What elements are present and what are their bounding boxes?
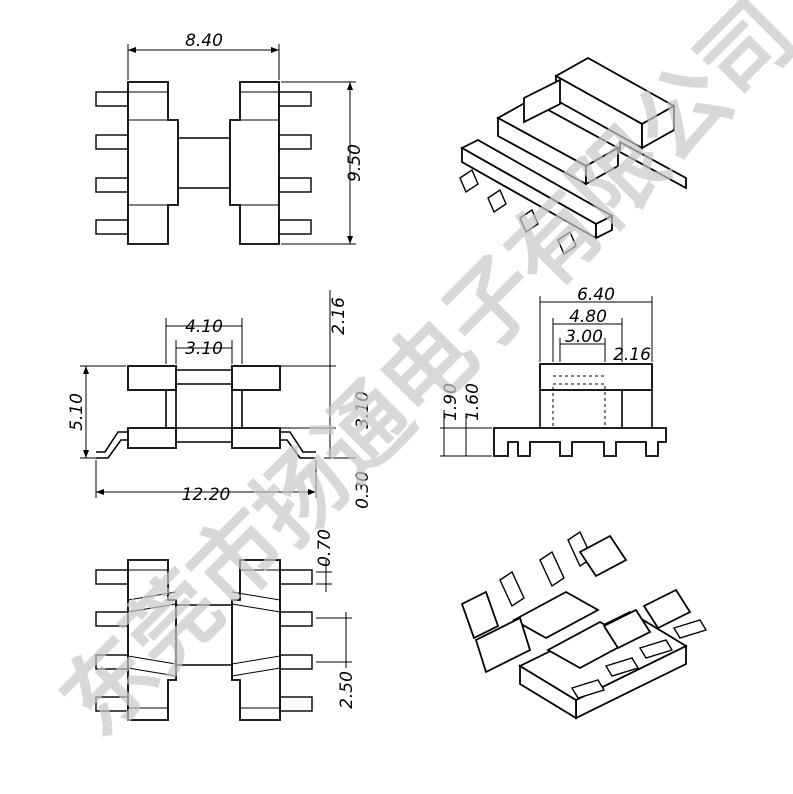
pin bbox=[95, 219, 129, 235]
dim-top-height: 9.50 bbox=[345, 144, 365, 182]
dim-front-h2: 1.60 bbox=[463, 383, 483, 421]
front-base bbox=[493, 427, 667, 457]
isometric-view-bottom bbox=[460, 530, 708, 720]
front-top-bar bbox=[539, 363, 653, 391]
dim-side-total: 12.20 bbox=[182, 485, 231, 505]
pin bbox=[95, 177, 129, 193]
bottom-view: 0.70 2.50 bbox=[95, 529, 357, 721]
dim-front-w2: 4.80 bbox=[569, 307, 607, 327]
dim-side-outer: 4.10 bbox=[185, 317, 223, 337]
bottom-left-block bbox=[127, 427, 177, 449]
top-left-block bbox=[127, 365, 177, 391]
side-view: 4.10 3.10 5.10 12.20 2.16 3.10 0.30 bbox=[67, 290, 373, 509]
dim-front-w4: 2.16 bbox=[613, 345, 651, 365]
pin bbox=[278, 177, 312, 193]
front-view: 6.40 4.80 3.00 2.16 1.90 1.60 bbox=[440, 285, 667, 457]
top-view: 8.40 9.50 bbox=[95, 31, 365, 245]
top-right-block bbox=[231, 365, 281, 391]
pin bbox=[278, 219, 312, 235]
pin bbox=[278, 91, 312, 107]
right-pin-leg bbox=[280, 431, 316, 453]
pin bbox=[278, 134, 312, 150]
right-flange bbox=[229, 81, 280, 245]
pin bbox=[95, 134, 129, 150]
dim-front-h1: 1.90 bbox=[441, 383, 461, 421]
left-flange bbox=[127, 81, 179, 245]
left-pin-leg bbox=[96, 431, 128, 453]
bottom-right-flange bbox=[231, 559, 281, 721]
dim-top-width: 8.40 bbox=[185, 31, 223, 51]
dim-front-w1: 6.40 bbox=[577, 285, 615, 305]
dim-bottom-pitch: 2.50 bbox=[337, 671, 357, 709]
dim-side-height: 5.10 bbox=[67, 393, 87, 431]
dim-front-w3: 3.00 bbox=[565, 327, 603, 347]
dim-side-r1: 2.16 bbox=[329, 297, 349, 335]
dim-side-r2: 3.10 bbox=[353, 391, 373, 429]
isometric-view-top bbox=[459, 56, 687, 256]
dim-side-r3: 0.30 bbox=[353, 471, 373, 509]
dim-side-inner: 3.10 bbox=[185, 339, 223, 359]
bottom-left-flange bbox=[127, 559, 177, 721]
dim-bottom-gap: 0.70 bbox=[315, 529, 335, 567]
pin bbox=[95, 91, 129, 107]
bottom-right-block bbox=[231, 427, 281, 449]
